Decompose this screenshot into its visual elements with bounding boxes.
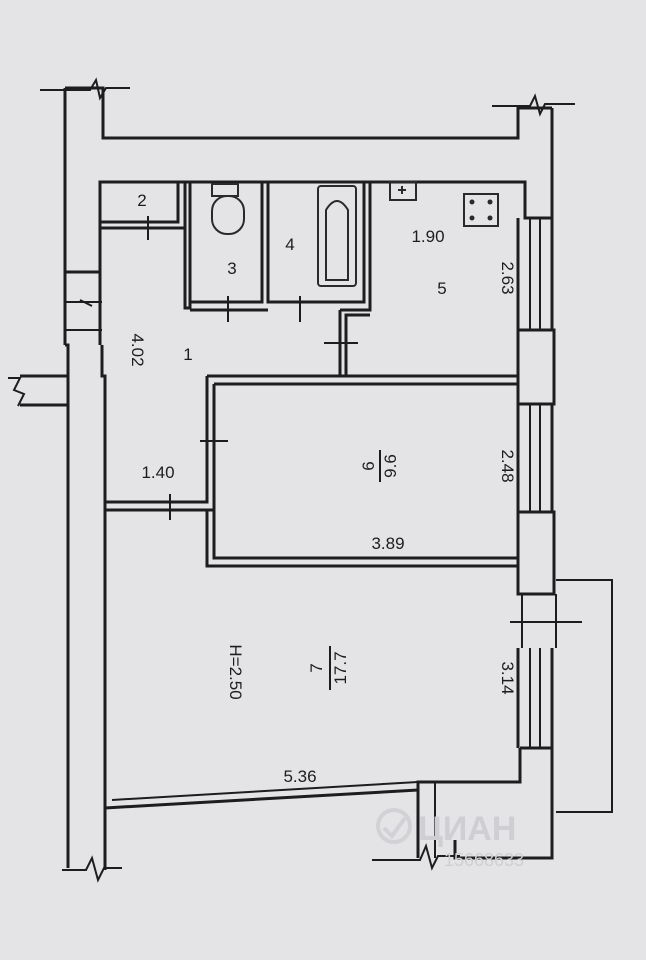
- dim-room5-width: 1.90: [411, 227, 444, 246]
- dim-room6-width: 2.48: [498, 449, 517, 482]
- ceiling-height-label: H=2.50: [226, 644, 245, 699]
- room-number-7: 7: [307, 663, 326, 672]
- watermark-logo: ЦИАН: [418, 810, 516, 848]
- room-area-6: 9.6: [381, 454, 400, 478]
- interior-walls: [100, 180, 518, 568]
- room-number-1: 1: [183, 345, 192, 364]
- dim-room5-length: 2.63: [498, 261, 517, 294]
- room-7-label: 7 17.7: [307, 646, 350, 690]
- room-number-4: 4: [285, 235, 294, 254]
- dim-room6-length: 3.89: [371, 534, 404, 553]
- stove-icon: [463, 193, 499, 227]
- exterior-walls: [8, 77, 613, 883]
- toilet-icon: [211, 183, 245, 235]
- dim-hall-width: 1.40: [141, 463, 174, 482]
- dimension-ticks: [79, 299, 93, 307]
- watermark: ЦИАН 15668633: [376, 808, 524, 870]
- sink-icon: [389, 181, 417, 201]
- room-area-7: 17.7: [331, 651, 350, 684]
- room-number-2: 2: [137, 191, 146, 210]
- room-number-6: 6: [359, 461, 378, 470]
- cian-logo: ЦИАН: [376, 808, 516, 848]
- dim-room7-width: 3.14: [498, 661, 517, 694]
- dim-hall-length: 4.02: [128, 333, 147, 366]
- bathtub-icon: [317, 185, 357, 287]
- room-number-5: 5: [437, 279, 446, 298]
- room-6-label: 6 9.6: [359, 450, 400, 482]
- door-markers: [147, 216, 358, 520]
- watermark-code: 15668633: [444, 850, 524, 870]
- room-number-3: 3: [227, 259, 236, 278]
- dim-room7-length: 5.36: [283, 767, 316, 786]
